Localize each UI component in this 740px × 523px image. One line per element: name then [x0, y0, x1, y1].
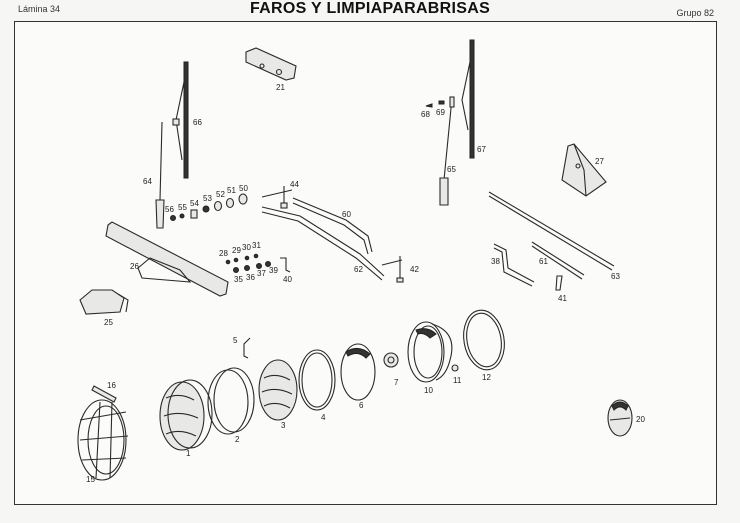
- label-part-16: 16: [107, 381, 116, 390]
- part-20-side-lamp: [607, 399, 633, 437]
- label-part-1: 1: [186, 449, 191, 458]
- label-part-67: 67: [477, 145, 486, 154]
- part-63-link-rod: [488, 191, 615, 271]
- part-26-wiper-frame: [105, 221, 229, 297]
- part-11-nut: [451, 364, 459, 372]
- small-hardware-50-56: [170, 193, 248, 221]
- label-part-52: 52: [216, 190, 225, 199]
- label-part-44: 44: [290, 180, 299, 189]
- part-10-lamp-housing: [407, 321, 453, 383]
- label-part-61: 61: [539, 257, 548, 266]
- page-title: FAROS Y LIMPIAPARABRISAS: [249, 0, 491, 17]
- part-15-light-guard: [77, 399, 129, 481]
- label-part-30: 30: [242, 243, 251, 252]
- label-part-54: 54: [190, 199, 199, 208]
- label-part-64: 64: [143, 177, 152, 186]
- label-part-63: 63: [611, 272, 620, 281]
- label-part-69: 69: [436, 108, 445, 117]
- part-67-wiper-blade: [461, 39, 475, 159]
- part-68-69-fasteners: [425, 100, 445, 108]
- label-part-10: 10: [424, 386, 433, 395]
- label-part-11: 11: [453, 376, 462, 385]
- label-part-29: 29: [232, 246, 241, 255]
- label-part-60: 60: [342, 210, 351, 219]
- label-part-5: 5: [233, 336, 238, 345]
- part-21-lamp-housing: [245, 47, 297, 81]
- label-part-28: 28: [219, 249, 228, 258]
- part-44-pivot: [261, 186, 293, 209]
- part-66-wiper-blade: [172, 61, 189, 179]
- label-part-65: 65: [447, 165, 456, 174]
- label-part-36: 36: [246, 273, 255, 282]
- part-5-wire-clip: [243, 337, 251, 359]
- label-part-68: 68: [421, 110, 430, 119]
- part-6-reflector: [340, 343, 376, 401]
- label-part-41: 41: [558, 294, 567, 303]
- label-part-27: 27: [595, 157, 604, 166]
- part-27-bracket: [561, 143, 607, 197]
- label-part-42: 42: [410, 265, 419, 274]
- part-38-bracket: [493, 243, 535, 287]
- part-25-wiper-motor: [79, 289, 129, 315]
- label-part-53: 53: [203, 194, 212, 203]
- label-part-37: 37: [257, 269, 266, 278]
- label-part-20: 20: [636, 415, 645, 424]
- group-number: Grupo 82: [676, 8, 714, 18]
- label-part-38: 38: [491, 257, 500, 266]
- label-part-56: 56: [165, 205, 174, 214]
- part-62-link-rod: [261, 206, 385, 281]
- label-part-4: 4: [321, 413, 326, 422]
- label-part-51: 51: [227, 186, 236, 195]
- label-part-40: 40: [283, 275, 292, 284]
- part-65-wiper-arm: [439, 96, 455, 206]
- label-part-12: 12: [482, 373, 491, 382]
- part-3-lens: [258, 359, 298, 421]
- part-60-link-rod: [292, 197, 373, 255]
- label-part-15: 15: [86, 475, 95, 484]
- label-part-3: 3: [281, 421, 286, 430]
- label-part-62: 62: [354, 265, 363, 274]
- part-64-wiper-arm: [155, 121, 165, 229]
- label-part-35: 35: [234, 275, 243, 284]
- part-1-headlamp-unit: [159, 379, 213, 451]
- label-part-26: 26: [130, 262, 139, 271]
- part-2-rim: [207, 367, 255, 435]
- label-part-25: 25: [104, 318, 113, 327]
- part-16-strap: [91, 385, 117, 403]
- part-12-mounting-ring: [463, 309, 505, 371]
- label-part-66: 66: [193, 118, 202, 127]
- part-41-clip: [555, 275, 563, 291]
- label-part-21: 21: [276, 83, 285, 92]
- label-part-6: 6: [359, 401, 364, 410]
- label-part-50: 50: [239, 184, 248, 193]
- small-hardware-28-40: [225, 253, 291, 273]
- label-part-55: 55: [178, 203, 187, 212]
- part-61-link-rod: [531, 241, 585, 280]
- part-42-pivot: [381, 256, 404, 283]
- label-part-7: 7: [394, 378, 399, 387]
- part-7-bulb-holder: [383, 352, 399, 368]
- label-part-31: 31: [252, 241, 261, 250]
- label-part-2: 2: [235, 435, 240, 444]
- part-4-seal-ring: [298, 349, 336, 411]
- sheet-number: Lámina 34: [18, 4, 61, 14]
- label-part-39: 39: [269, 266, 278, 275]
